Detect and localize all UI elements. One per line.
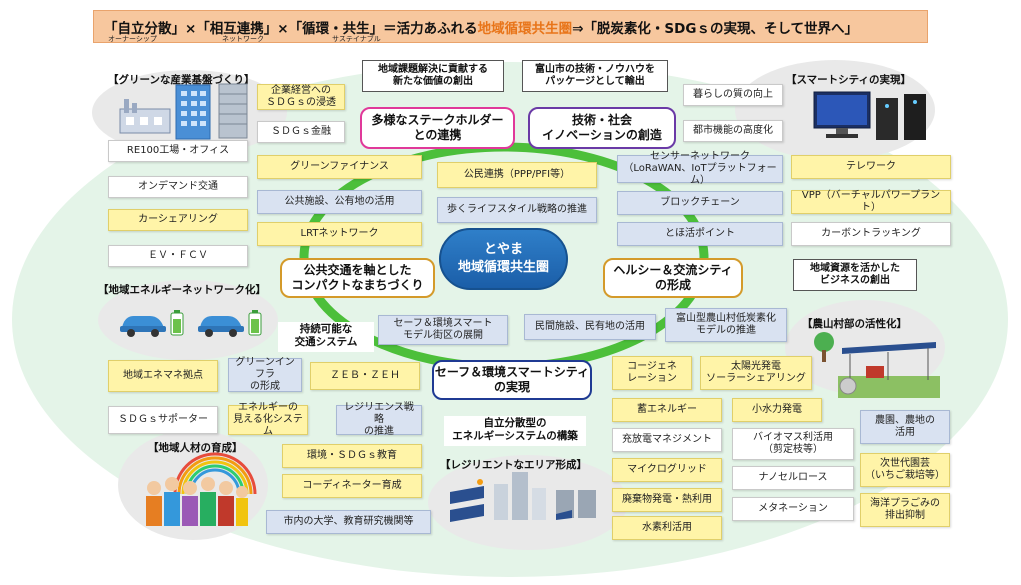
rainbow-icon [173, 452, 257, 494]
box-green-infra: グリーンインフラ の形成 [228, 357, 302, 392]
pillar-healthy-city: ヘルシー＆交流シティ の形成 [603, 258, 743, 298]
box-waste-heat: 廃棄物発電・熱利用 [612, 488, 722, 512]
box-universities: 市内の大学、教育研究機関等 [266, 510, 431, 534]
pillar-compact-city: 公共交通を軸とした コンパクトなまちづくり [280, 258, 435, 298]
city-buildings-icon [494, 472, 546, 520]
callout-export: 富山市の技術・ノウハウを パッケージとして輸出 [522, 60, 668, 92]
box-energy-visualization: エネルギーの 見える化システム [228, 402, 308, 437]
box-microgrid: マイクログリッド [612, 458, 722, 482]
box-sdgs-penetration: 企業経営への ＳＤＧｓの浸透 [257, 84, 345, 110]
box-env-education: 環境・ＳＤＧｓ教育 [282, 444, 422, 468]
box-storage: 蓄エネルギー [612, 398, 722, 422]
box-carbon-tracking: カーボントラッキング [791, 222, 951, 246]
box-farmland: 農園、農地の 活用 [860, 410, 950, 444]
box-urban-function: 都市機能の高度化 [683, 120, 783, 142]
battery-icon [248, 310, 262, 336]
box-solar-sharing: 太陽光発電 ソーラーシェアリング [700, 356, 812, 390]
box-sdgs-finance: ＳＤＧｓ金融 [257, 121, 345, 143]
box-marine-plastic: 海洋プラごみの 排出抑制 [860, 493, 950, 527]
box-sdgs-supporter: ＳＤＧｓサポーター [108, 406, 218, 434]
computer-icon [813, 91, 871, 138]
banner-ruby-3: サステイナブル [332, 35, 381, 43]
box-cogeneration: コージェネ レーション [612, 356, 692, 390]
banner-highlight: 地域循環共生圏 [477, 20, 573, 37]
box-quality-of-life: 暮らしの質の向上 [683, 84, 783, 106]
center-hub-line2: 地域循環共生圏 [457, 260, 549, 275]
box-ppp-pfi: 公民連携（PPP/PFI等） [437, 162, 597, 188]
solar-panel-icon [556, 490, 596, 520]
box-blockchain: ブロックチェーン [617, 191, 783, 215]
center-hub: とやま 地域循環共生圏 [439, 228, 568, 290]
callout-transport: 持続可能な 交通システム [278, 322, 374, 352]
box-ondemand: オンデマンド交通 [108, 176, 248, 198]
section-resilient: 【レジリエントなエリア形成】 [440, 459, 587, 471]
box-safe-model: セーフ＆環境スマート モデル街区の展開 [378, 315, 508, 345]
solar-panel-icon [450, 479, 484, 522]
factory-icon [119, 99, 171, 134]
section-energy-network: 【地域エネルギーネットワーク化】 [98, 284, 266, 296]
box-green-finance: グリーンファイナンス [257, 155, 422, 179]
center-hub-line1: とやま [483, 242, 523, 258]
box-next-gen-horticulture: 次世代園芸 （いちご栽培等） [860, 453, 950, 487]
box-resilience-strategy: レジリエンス戦略 の推進 [336, 402, 422, 437]
box-public-facilities: 公共施設、公有地の活用 [257, 190, 422, 214]
box-re100: RE100工場・オフィス [108, 140, 248, 162]
box-private-facilities: 民間施設、民有地の活用 [524, 314, 656, 340]
tree-icon [814, 332, 834, 362]
box-vpp: VPP（バーチャルパワープラント） [791, 190, 951, 214]
box-tohokatsu: とほ活ポイント [617, 222, 783, 246]
box-methanation: メタネーション [732, 497, 854, 521]
banner-ruby-2: ネットワーク [222, 35, 264, 43]
box-lrt: LRTネットワーク [257, 222, 422, 246]
box-ev-fcv: ＥＶ・ＦＣＶ [108, 245, 248, 267]
box-hydrogen: 水素利活用 [612, 516, 722, 540]
box-small-hydro: 小水力発電 [732, 398, 822, 422]
section-smart-city: 【スマートシティの実現】 [786, 74, 912, 86]
box-charge-management: 充放電マネジメント [612, 428, 722, 452]
office-building-icon [175, 84, 211, 140]
callout-new-value: 地域課題解決に貢献する 新たな価値の創出 [362, 60, 504, 92]
solar-farm-icon [838, 342, 940, 398]
box-telework: テレワーク [791, 155, 951, 179]
battery-icon [170, 310, 184, 336]
pillar-innovation: 技術・社会 イノベーションの創造 [528, 107, 676, 149]
section-rural: 【農山村部の活性化】 [802, 318, 907, 330]
box-walk-lifestyle: 歩くライフスタイル戦略の推進 [437, 197, 597, 223]
box-carsharing: カーシェアリング [108, 209, 248, 231]
box-toyama-model: 富山型農山村低炭素化 モデルの推進 [665, 308, 787, 342]
box-biomass: バイオマス利活用 （剪定枝等） [732, 428, 854, 460]
callout-energy-system: 自立分散型の エネルギーシステムの構築 [444, 416, 586, 446]
banner-ruby-1: オーナーシップ [108, 35, 157, 43]
box-local-energy-hub: 地域エネマネ拠点 [108, 360, 218, 392]
callout-business: 地域資源を活かした ビジネスの創出 [793, 259, 917, 291]
people-group-icon [146, 477, 248, 526]
headline-banner: 「自立分散」×「相互連携」×「循環・共生」＝活力あふれる地域循環共生圏⇒「脱炭素… [93, 10, 928, 43]
electric-car-icon [198, 316, 244, 337]
tower-building-icon [218, 83, 248, 139]
pillar-stakeholder: 多様なステークホルダー との連携 [360, 107, 515, 149]
box-zeb-zeh: ＺＥＢ・ＺＥＨ [310, 362, 420, 390]
server-icon [876, 94, 926, 140]
section-green-industry: 【グリーンな産業基盤づくり】 [108, 74, 255, 86]
box-coordinator: コーディネーター育成 [282, 474, 422, 498]
pillar-safe-city: セーフ＆環境スマートシティ の実現 [432, 360, 592, 400]
section-human-resources: 【地域人材の育成】 [148, 442, 243, 454]
electric-car-icon [120, 316, 166, 337]
banner-headline: 「自立分散」×「相互連携」×「循環・共生」＝活力あふれる地域循環共生圏⇒「脱炭素… [104, 20, 859, 37]
box-sensor-network: センサーネットワーク （LoRaWAN、IoTプラットフォーム） [617, 151, 783, 186]
box-nanocellulose: ナノセルロース [732, 466, 854, 490]
